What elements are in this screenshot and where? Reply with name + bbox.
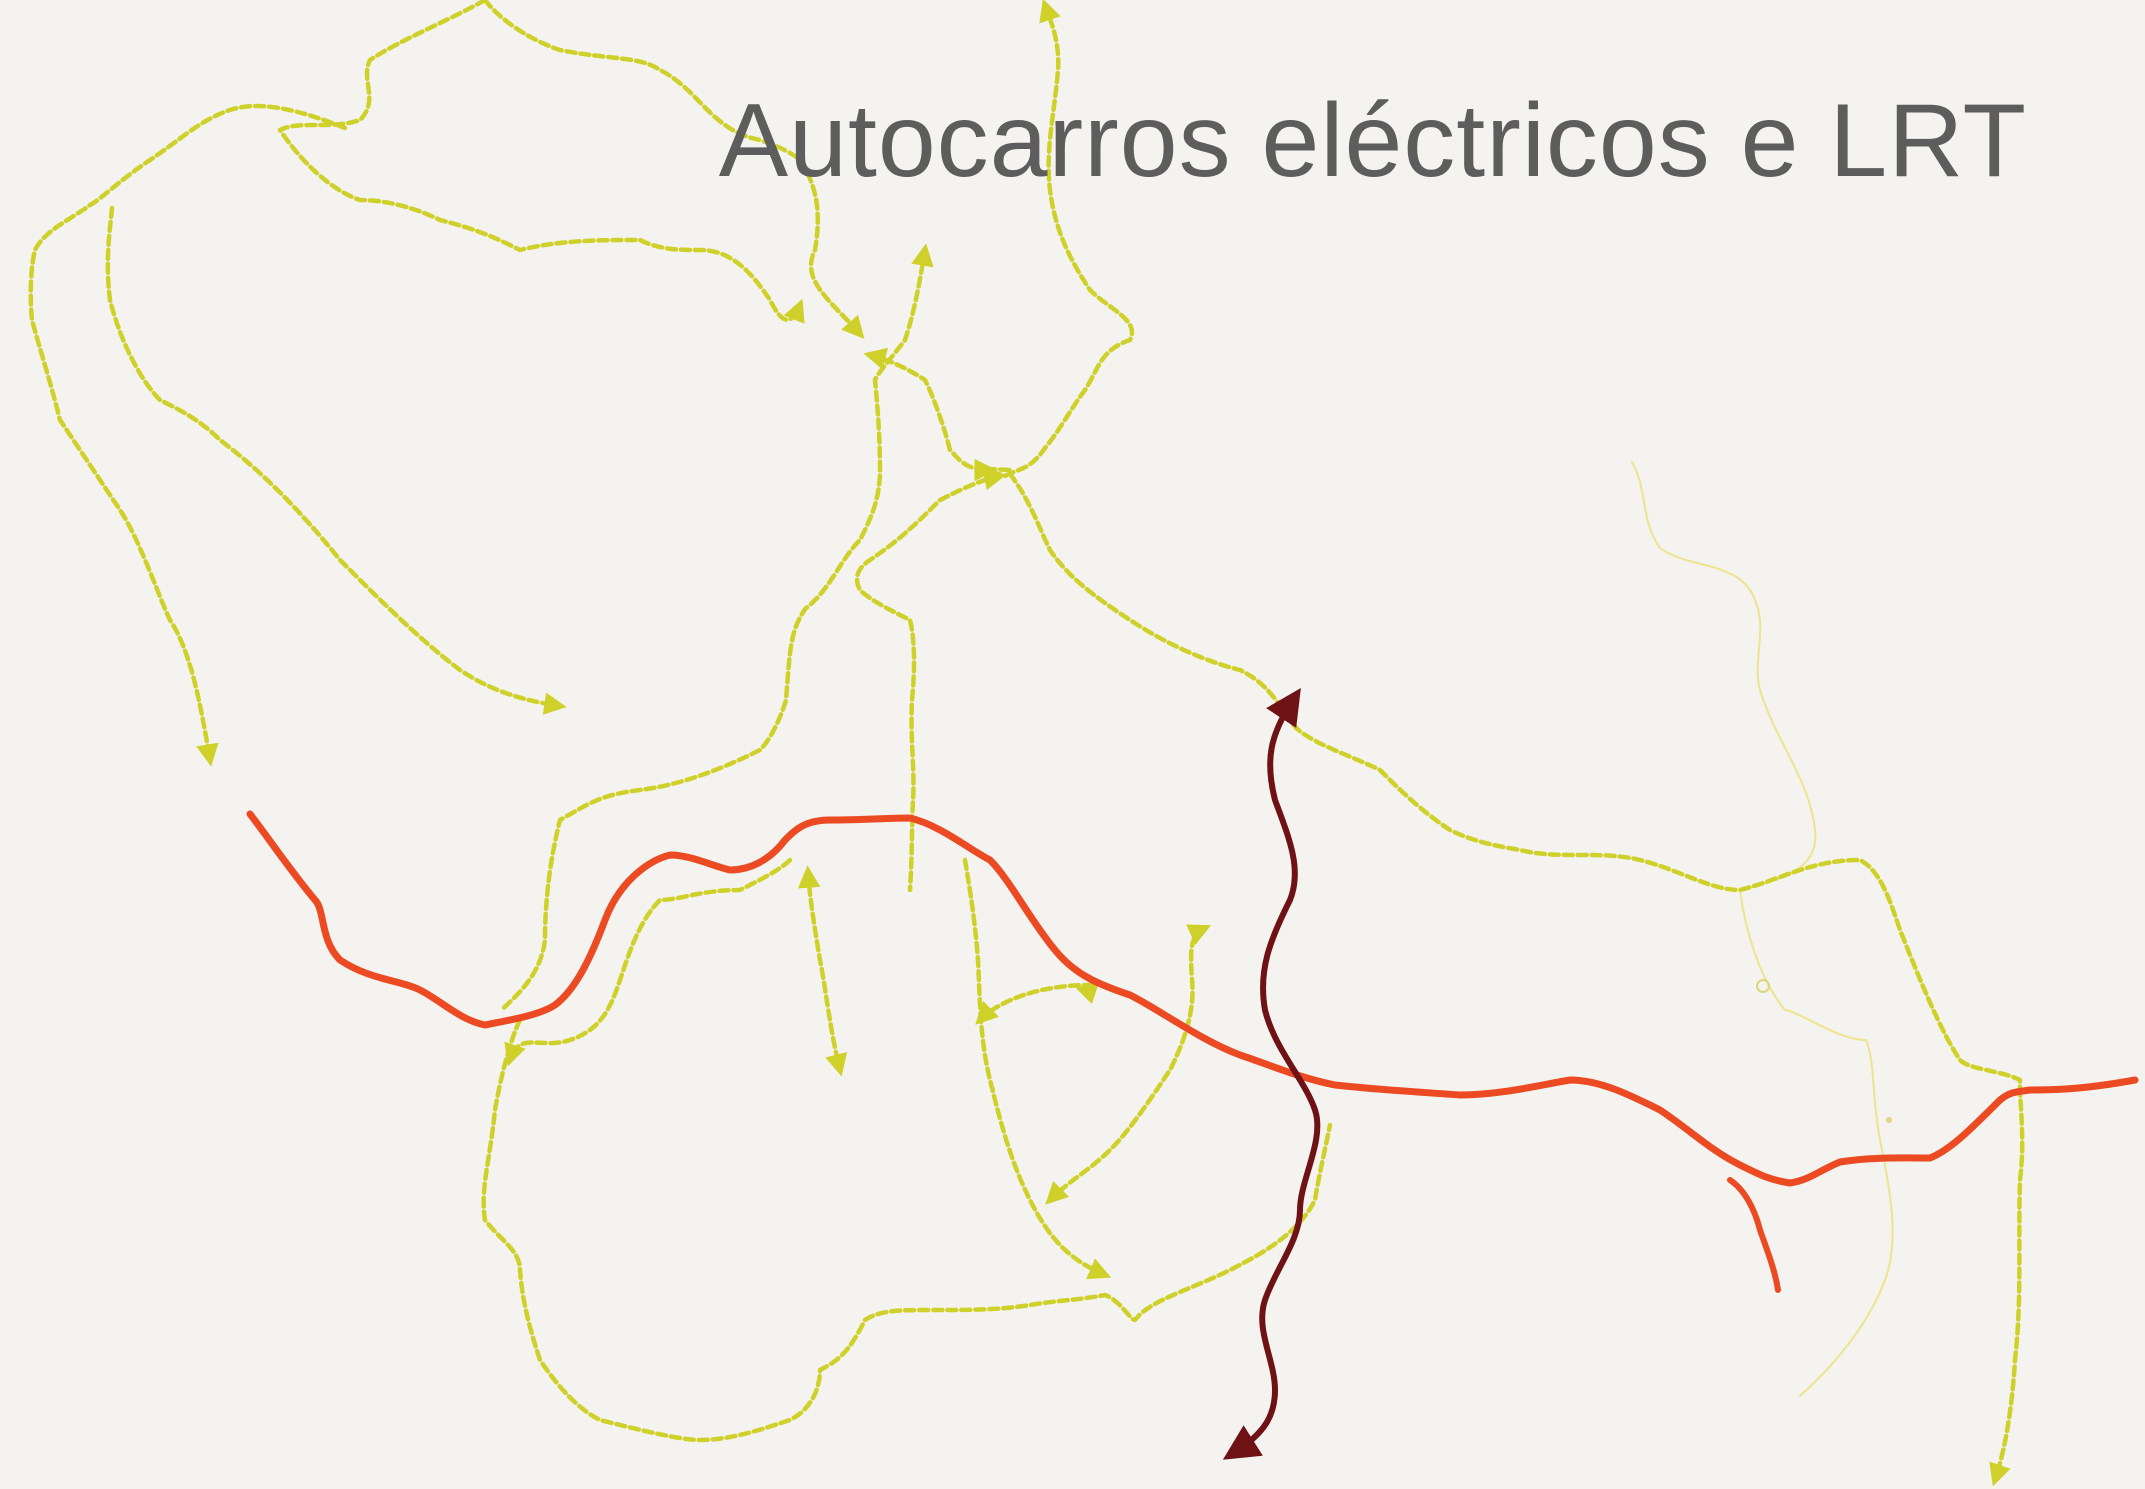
lrt-main-line bbox=[246, 810, 2139, 1187]
bus-route-east-loop bbox=[975, 980, 1100, 1025]
station-marker-icon bbox=[1886, 1117, 1892, 1123]
bus-route-south-inner bbox=[504, 857, 793, 1067]
bus-route-east-diagonal bbox=[1045, 924, 1212, 1205]
bus-route-central-north bbox=[499, 243, 934, 1013]
bus-route-center-south bbox=[962, 857, 1112, 1280]
bus-route-northwest-loop bbox=[482, 0, 865, 340]
lrt-cross-line bbox=[1222, 687, 1321, 1460]
future-line-path bbox=[1631, 461, 1894, 1397]
station-marker-icon bbox=[1756, 979, 1770, 993]
map-title: Autocarros eléctricos e LRT bbox=[718, 83, 2027, 199]
bus-route-west-outer bbox=[28, 103, 348, 767]
electric-bus-routes bbox=[28, 0, 2025, 1487]
bus-route-northeast-link bbox=[863, 347, 997, 482]
bus-route-west-inner bbox=[105, 205, 567, 715]
lrt-branch-south bbox=[1727, 1177, 1781, 1293]
bus-route-north-loop bbox=[984, 0, 1135, 479]
bus-route-central-down bbox=[854, 468, 1007, 893]
lrt-lines bbox=[246, 687, 2139, 1460]
future-line bbox=[1631, 461, 1894, 1397]
bus-route-center-short bbox=[797, 865, 848, 1077]
bus-route-south-loop bbox=[481, 1017, 1333, 1443]
bus-route-north-branch bbox=[277, 0, 805, 324]
bus-route-east-long bbox=[1007, 471, 2025, 1487]
